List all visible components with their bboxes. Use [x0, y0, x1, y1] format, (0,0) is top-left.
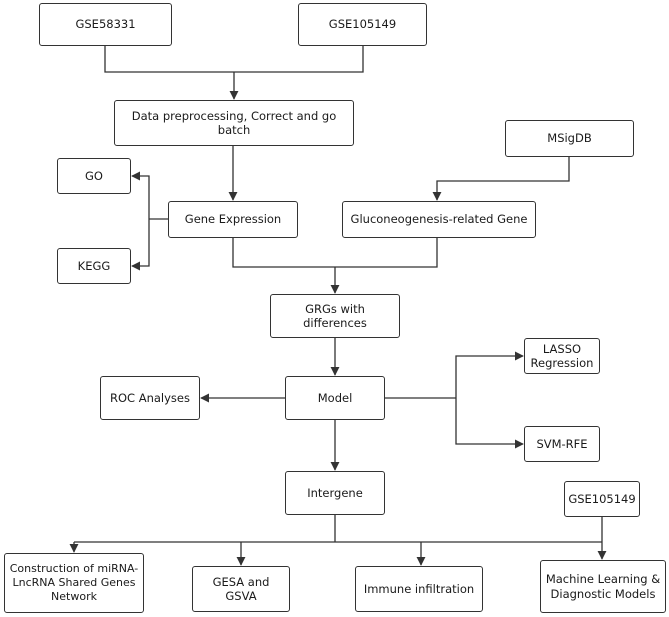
node-mirna-network: Construction of miRNA- LncRNA Shared Gen…	[4, 553, 144, 613]
arrow-to-lasso	[455, 351, 524, 398]
node-go-label: GO	[85, 168, 103, 183]
node-gluconeogenesis-gene-label: Gluconeogenesis-related Gene	[350, 212, 528, 227]
node-kegg-label: KEGG	[77, 258, 111, 273]
connector-gluconeogenesis-merge	[335, 238, 438, 268]
connector-gene-expression-merge	[232, 238, 335, 268]
arrow-to-svm	[455, 398, 524, 449]
node-gse58331: GSE58331	[39, 3, 172, 46]
node-gse105149-top: GSE105149	[298, 3, 427, 46]
node-data-preprocessing-label: Data preprocessing, Correct and go batch	[131, 108, 337, 137]
node-lasso-regression-label: LASSO Regression	[530, 341, 594, 370]
node-gse105149-bottom: GSE105149	[564, 481, 640, 517]
node-model-label: Model	[317, 390, 353, 405]
node-svm-rfe: SVM-RFE	[524, 426, 600, 462]
node-lasso-regression: LASSO Regression	[524, 338, 600, 374]
node-msigdb: MSigDB	[505, 120, 634, 157]
node-immune-infiltration: Immune infiltration	[355, 566, 483, 612]
arrow-to-gluconeogenesis	[432, 157, 570, 201]
node-immune-infiltration-label: Immune infiltration	[363, 581, 475, 596]
node-gluconeogenesis-gene: Gluconeogenesis-related Gene	[342, 201, 536, 238]
node-go: GO	[57, 158, 131, 194]
node-kegg: KEGG	[57, 248, 131, 284]
arrow-to-kegg	[131, 219, 150, 271]
node-gene-expression-label: Gene Expression	[184, 212, 282, 227]
node-grgs-differences-label: GRGs with differences	[303, 301, 367, 330]
node-mirna-network-label: Construction of miRNA- LncRNA Shared Gen…	[9, 562, 139, 603]
node-intergene-label: Intergene	[307, 485, 363, 500]
node-gesa-gsva: GESA and GSVA	[192, 566, 290, 612]
node-gse105149-bottom-label: GSE105149	[568, 491, 636, 506]
connector-gse105149-merge	[234, 46, 364, 73]
node-roc-analyses: ROC Analyses	[100, 376, 200, 420]
connector-gse58331-merge	[104, 46, 234, 73]
node-ml-diagnostic-models-label: Machine Learning & Diagnostic Models	[545, 572, 661, 601]
node-gse58331-label: GSE58331	[75, 17, 136, 32]
node-gesa-gsva-label: GESA and GSVA	[212, 574, 270, 603]
node-intergene: Intergene	[285, 471, 385, 515]
node-msigdb-label: MSigDB	[547, 131, 592, 146]
arrow-to-go	[131, 171, 150, 219]
node-data-preprocessing: Data preprocessing, Correct and go batch	[114, 100, 354, 146]
node-ml-diagnostic-models: Machine Learning & Diagnostic Models	[540, 560, 666, 613]
node-svm-rfe-label: SVM-RFE	[536, 436, 588, 451]
node-gse105149-top-label: GSE105149	[328, 17, 397, 32]
node-roc-analyses-label: ROC Analyses	[110, 390, 190, 405]
node-grgs-differences: GRGs with differences	[270, 294, 400, 338]
node-gene-expression: Gene Expression	[168, 201, 298, 238]
node-model: Model	[285, 376, 385, 420]
